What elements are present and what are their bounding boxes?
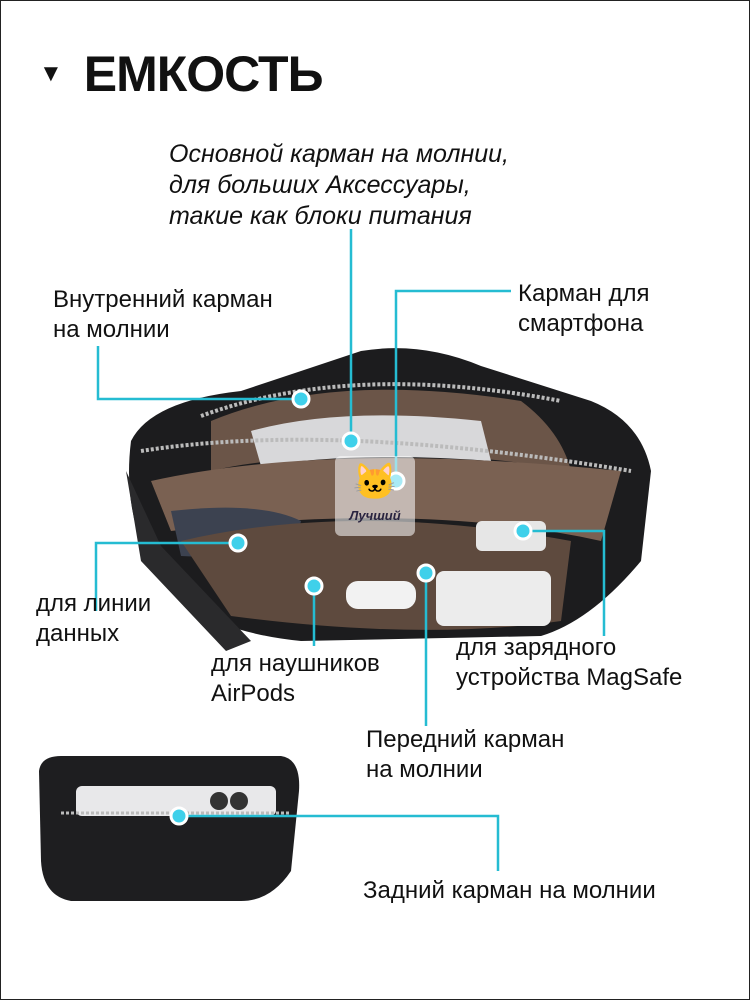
bag-main-image [126,348,651,651]
label-magsafe: для зарядного устройства MagSafe [456,634,683,691]
label-front-pocket: Передний карман на молнии [366,726,565,783]
label-data-cable: для линии данных [36,590,152,647]
heading: ▼ ЕМКОСТЬ [39,45,324,103]
watermark-text: Лучший [349,508,401,523]
label-airpods: для наушников AirPods [211,650,380,707]
heading-text: ЕМКОСТЬ [83,46,324,102]
triangle-down-icon: ▼ [39,60,63,87]
label-main-pocket: Основной карман на молнии, для больших А… [169,140,509,230]
label-back-pocket: Задний карман на молнии [363,877,656,904]
cat-icon: 🐱 [352,461,398,502]
watermark-logo: 🐱 Лучший [335,456,415,536]
callout-lines [94,229,606,871]
label-smartphone-pocket: Карман для смартфона [518,280,650,337]
bag-back-image [39,756,300,901]
label-inner-pocket: Внутренний карман на молнии [53,286,273,343]
